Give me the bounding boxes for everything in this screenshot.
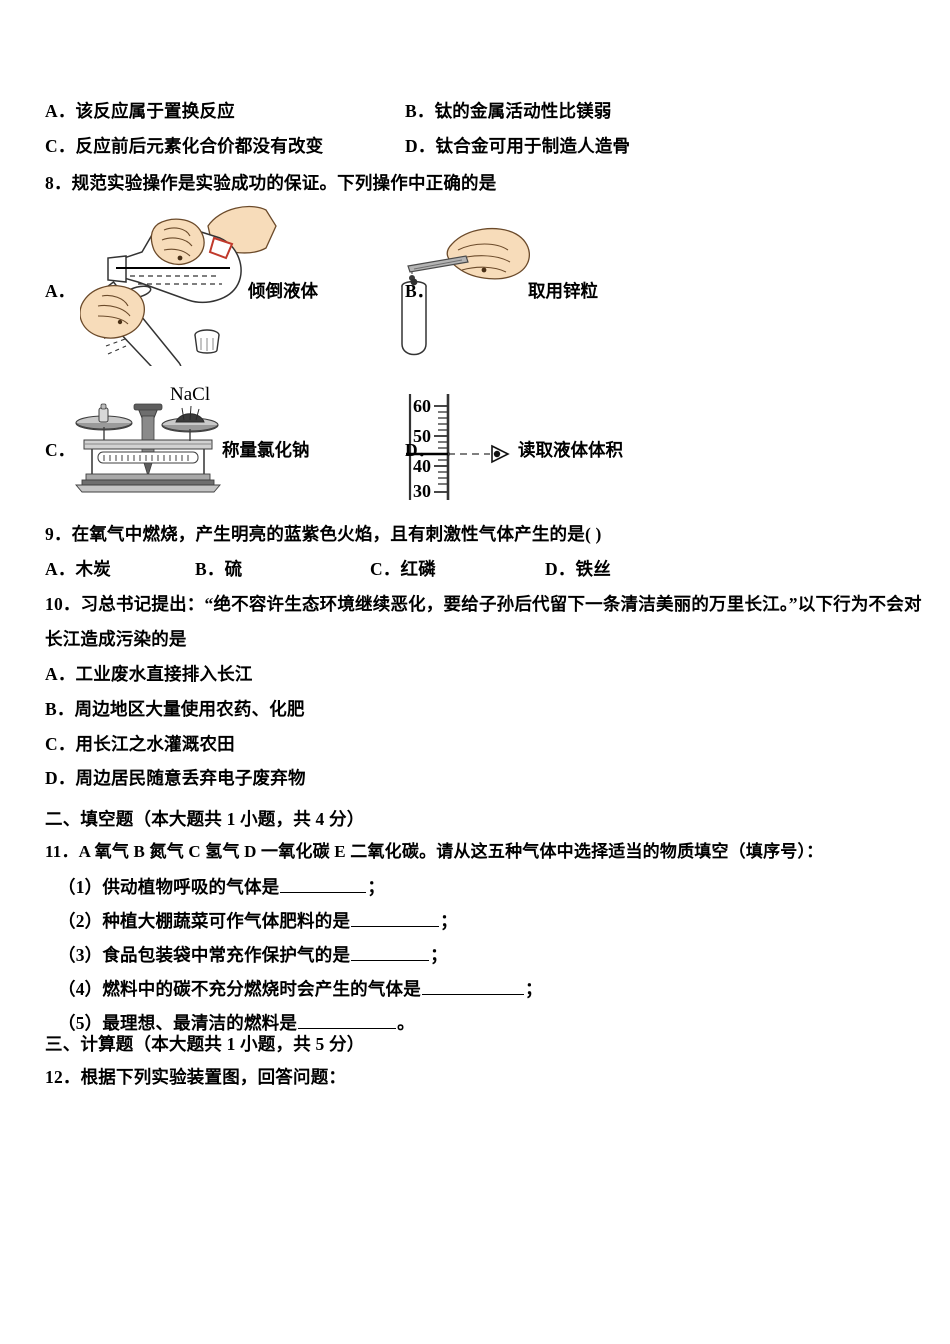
q10-option-c: C．用长江之水灌溉农田	[45, 731, 235, 757]
q11-blank-5-number: （5）	[58, 1013, 103, 1033]
zinc-granule-tweezers-figure	[400, 222, 540, 372]
q10-option-d: D．周边居民随意丢弃电子废弃物	[45, 765, 306, 791]
q11-blank-5: （5）最理想、最清洁的燃料是 。	[58, 1010, 415, 1036]
q10-option-c-letter: C．	[45, 734, 76, 754]
q7-option-c-text: 反应前后元素化合价都没有改变	[75, 136, 324, 156]
q11-blank-2-tail: ；	[440, 911, 458, 931]
eye-sight-line-figure	[448, 440, 518, 468]
q7-option-b-letter: B．	[405, 101, 435, 121]
q11-blank-4-tail: ；	[524, 979, 543, 999]
nacl-label: NaCl	[170, 384, 211, 405]
bottle-cap-figure	[190, 328, 224, 358]
q11-blank-4-text: 燃料中的碳不充分燃烧时会产生的气体是	[102, 979, 421, 999]
q8-option-d-letter: D．	[405, 440, 436, 460]
q7-option-c: C．反应前后元素化合价都没有改变	[45, 133, 323, 159]
q10-option-a-letter: A．	[45, 664, 76, 684]
section3-heading: 三、计算题（本大题共 1 小题，共 5 分）	[45, 1034, 365, 1054]
q10-option-b: B．周边地区大量使用农药、化肥	[45, 696, 305, 722]
q11-blank-3-text: 食品包装袋中常充作保护气的是	[102, 945, 351, 965]
q9-option-d-text: 铁丝	[575, 559, 611, 579]
q8-option-a-letter: A．	[45, 281, 76, 301]
q11-blank-3-tail: ；	[430, 945, 448, 965]
q8-option-b-caption: 取用锌粒	[528, 281, 598, 301]
q8-option-c-caption: 称量氯化钠	[222, 440, 310, 460]
q11-blank-2-number: （2）	[58, 911, 103, 931]
q11-blank-1-number: （1）	[58, 877, 103, 897]
q9-stem: 9．在氧气中燃烧，产生明亮的蓝紫色火焰，且有刺激性气体产生的是( )	[45, 524, 602, 544]
q9-option-c-letter: C．	[370, 559, 401, 579]
q11-stem: 11．A 氧气 B 氮气 C 氢气 D 一氧化碳 E 二氧化碳。请从这五种气体中…	[45, 842, 824, 861]
q8-option-d-caption: 读取液体体积	[518, 440, 623, 460]
q7-option-d-letter: D．	[405, 136, 436, 156]
q7-option-d: D．钛合金可用于制造人造骨	[405, 133, 630, 159]
q10-option-d-letter: D．	[45, 768, 76, 788]
cylinder-tick-40: 40	[413, 456, 431, 476]
section2-heading: 二、填空题（本大题共 1 小题，共 4 分）	[45, 809, 365, 829]
q11-blank-5-text: 最理想、最清洁的燃料是	[102, 1013, 298, 1033]
q7-option-a-text: 该反应属于置换反应	[75, 101, 235, 121]
pouring-liquid-figure	[80, 196, 280, 366]
q7-option-b: B．钛的金属活动性比镁弱	[405, 98, 612, 124]
q11-blank-2: （2）种植大棚蔬菜可作气体肥料的是 ；	[58, 908, 458, 934]
q11-blank-2-input[interactable]	[351, 909, 440, 927]
q10-stem-line2: 长江造成污染的是	[45, 629, 187, 649]
q10-option-d-text: 周边居民随意丢弃电子废弃物	[75, 768, 306, 788]
q9-option-b: B．硫	[195, 556, 242, 582]
q11-blank-1-text: 供动植物呼吸的气体是	[102, 877, 280, 897]
q9-option-a-text: 木炭	[75, 559, 111, 579]
q7-option-b-text: 钛的金属活动性比镁弱	[434, 101, 612, 121]
q7-option-a: A．该反应属于置换反应	[45, 98, 235, 124]
q10-option-a-text: 工业废水直接排入长江	[75, 664, 253, 684]
q11-blank-4-input[interactable]	[421, 977, 524, 995]
q11-blank-4-number: （4）	[58, 979, 103, 999]
q9-option-a-letter: A．	[45, 559, 76, 579]
q10-stem-line1: 10．习总书记提出：“绝不容许生态环境继续恶化，要给子孙后代留下一条清洁美丽的万…	[45, 594, 922, 614]
q11-blank-1-tail: ；	[367, 877, 386, 897]
q9-option-a: A．木炭	[45, 556, 111, 582]
testtube-hand-group	[80, 280, 183, 366]
q9-option-c-text: 红磷	[400, 559, 436, 579]
q10-option-b-letter: B．	[45, 699, 75, 719]
vertical-test-tube	[401, 278, 427, 356]
q11-blank-5-tail: 。	[397, 1013, 415, 1033]
cylinder-tick-50: 50	[413, 426, 431, 446]
q11-blank-4: （4）燃料中的碳不充分燃烧时会产生的气体是 ；	[58, 976, 543, 1002]
q10-option-b-text: 周边地区大量使用农药、化肥	[74, 699, 305, 719]
q9-option-c: C．红磷	[370, 556, 436, 582]
q9-option-d-letter: D．	[545, 559, 576, 579]
q8-option-c-letter: C．	[45, 440, 76, 460]
q11-blank-1-input[interactable]	[280, 875, 367, 893]
q12-stem: 12．根据下列实验装置图，回答问题：	[45, 1067, 347, 1087]
q8-option-b-letter: B．	[405, 281, 435, 301]
q10-option-a: A．工业废水直接排入长江	[45, 661, 253, 687]
q11-blank-5-input[interactable]	[298, 1011, 397, 1029]
q8-option-a-caption: 倾倒液体	[248, 281, 318, 301]
graduated-cylinder-figure	[404, 392, 464, 502]
q7-option-c-letter: C．	[45, 136, 76, 156]
q11-blank-2-text: 种植大棚蔬菜可作气体肥料的是	[102, 911, 351, 931]
q9-option-d: D．铁丝	[545, 556, 611, 582]
cylinder-tick-30: 30	[413, 481, 431, 501]
q9-option-b-letter: B．	[195, 559, 225, 579]
q8-stem: 8．规范实验操作是实验成功的保证。下列操作中正确的是	[45, 173, 497, 193]
q11-blank-1: （1）供动植物呼吸的气体是 ；	[58, 874, 385, 900]
q11-blank-3-input[interactable]	[351, 943, 430, 961]
q7-option-d-text: 钛合金可用于制造人造骨	[435, 136, 631, 156]
q11-blank-3-number: （3）	[58, 945, 103, 965]
tweezers-hand-group	[407, 227, 530, 281]
q10-option-c-text: 用长江之水灌溉农田	[75, 734, 235, 754]
q9-option-b-text: 硫	[224, 559, 243, 579]
q7-option-a-letter: A．	[45, 101, 76, 121]
cylinder-tick-60: 60	[413, 396, 431, 416]
bottle-hand-group	[107, 205, 277, 304]
balance-scale-figure	[72, 398, 224, 494]
q11-blank-3: （3）食品包装袋中常充作保护气的是 ；	[58, 942, 448, 968]
